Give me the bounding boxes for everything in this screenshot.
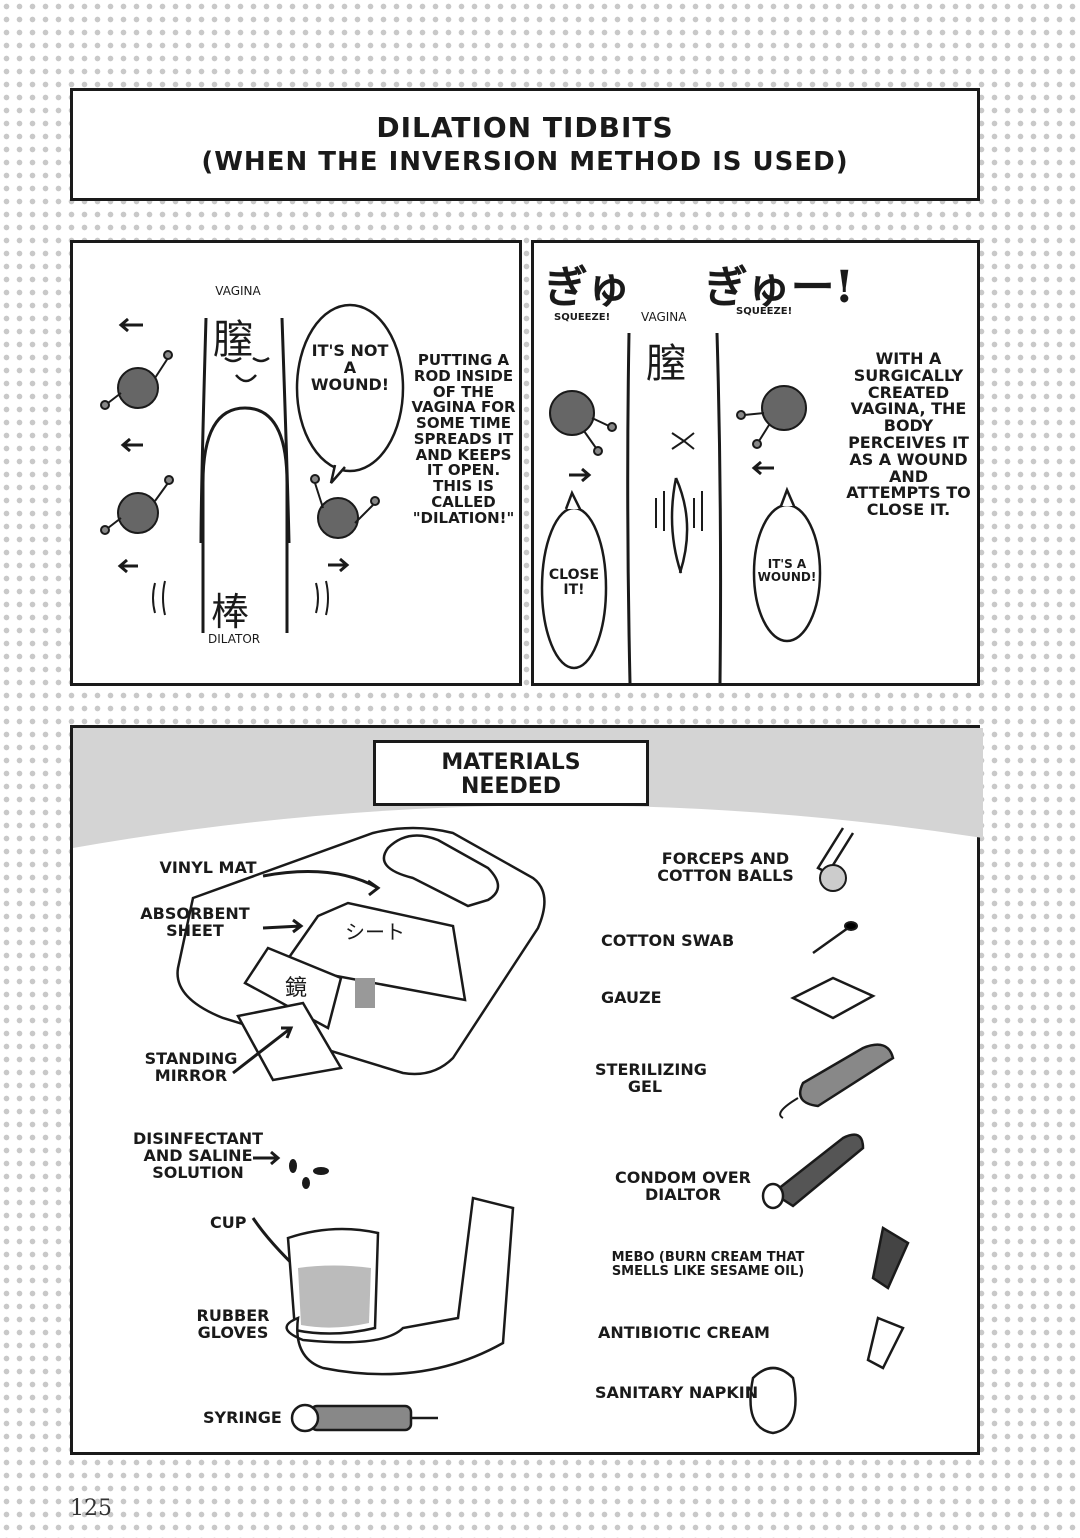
materials-panel: MATERIALS NEEDED VINYL MAT ABSORBENT SHE… [70,725,983,1455]
dilation-illustration [100,303,405,633]
comic-panel-right: ぎゅ ぎゅー! SQUEEZE! SQUEEZE! VAGINA 膣 CLOSE… [531,240,980,686]
materials-heading: MATERIALS NEEDED [441,750,581,800]
label-cup: CUP [210,1213,247,1232]
closing-illustration [540,332,822,684]
label-mebo: MEBO (BURN CREAM THAT SMELLS LIKE SESAME… [611,1250,805,1279]
label-disinfectant: DISINFECTANT AND SALINE SOLUTION [132,1129,264,1182]
page-number: 125 [70,1496,112,1521]
label-standing-mirror: STANDING MIRROR [144,1049,238,1085]
speech-not-a-wound: IT'S NOT A WOUND! [310,341,390,394]
sfx-gyu-right: ぎゅー! [704,262,854,313]
materials-illustration [73,728,983,1435]
sfx-gyu-left: ぎゅ [544,262,631,313]
title-line-2: (WHEN THE INVERSION METHOD IS USED) [201,147,849,177]
speech-its-a-wound: IT'S A WOUND! [757,557,817,584]
speech-close-it: CLOSE IT! [548,567,600,598]
label-syringe: SYRINGE [203,1408,282,1427]
vagina-kanji: 膣 [213,317,253,363]
vagina-label: VAGINA [215,284,261,298]
squeeze-label-left: SQUEEZE! [554,312,611,323]
vagina-kanji-right: 膣 [646,341,686,387]
sheet-text: シート [345,920,405,944]
label-absorbent-sheet: ABSORBENT SHEET [140,904,250,940]
label-sterilizing-gel: STERILIZING GEL [595,1060,707,1096]
label-rubber-gloves: RUBBER GLOVES [196,1306,270,1342]
narration-right: WITH A SURGICALLY CREATED VAGINA, THE BO… [846,349,971,520]
label-vinyl-mat: VINYL MAT [159,858,257,877]
label-sanitary-napkin: SANITARY NAPKIN [595,1383,759,1402]
dilator-label: DILATOR [208,632,261,646]
materials-heading-box: MATERIALS NEEDED [373,740,649,806]
squeeze-label-right: SQUEEZE! [736,306,793,317]
comic-panel-left: VAGINA 膣 棒 DILATOR IT'S NOT A WOUND! PUT… [70,240,522,686]
label-gauze: GAUZE [601,988,662,1007]
vagina-label-right: VAGINA [641,310,687,324]
label-cotton-swab: COTTON SWAB [601,931,735,950]
dilator-kanji: 棒 [211,590,250,634]
label-forceps: FORCEPS AND COTTON BALLS [657,849,794,885]
mirror-kanji: 鏡 [285,976,308,1001]
narration-left: PUTTING A ROD INSIDE OF THE VAGINA FOR S… [411,351,516,527]
label-condom-dilator: CONDOM OVER DIALTOR [615,1168,751,1204]
title-line-1: DILATION TIDBITS [376,111,674,144]
title-panel: DILATION TIDBITS (WHEN THE INVERSION MET… [70,88,980,201]
label-antibiotic-cream: ANTIBIOTIC CREAM [598,1323,770,1342]
